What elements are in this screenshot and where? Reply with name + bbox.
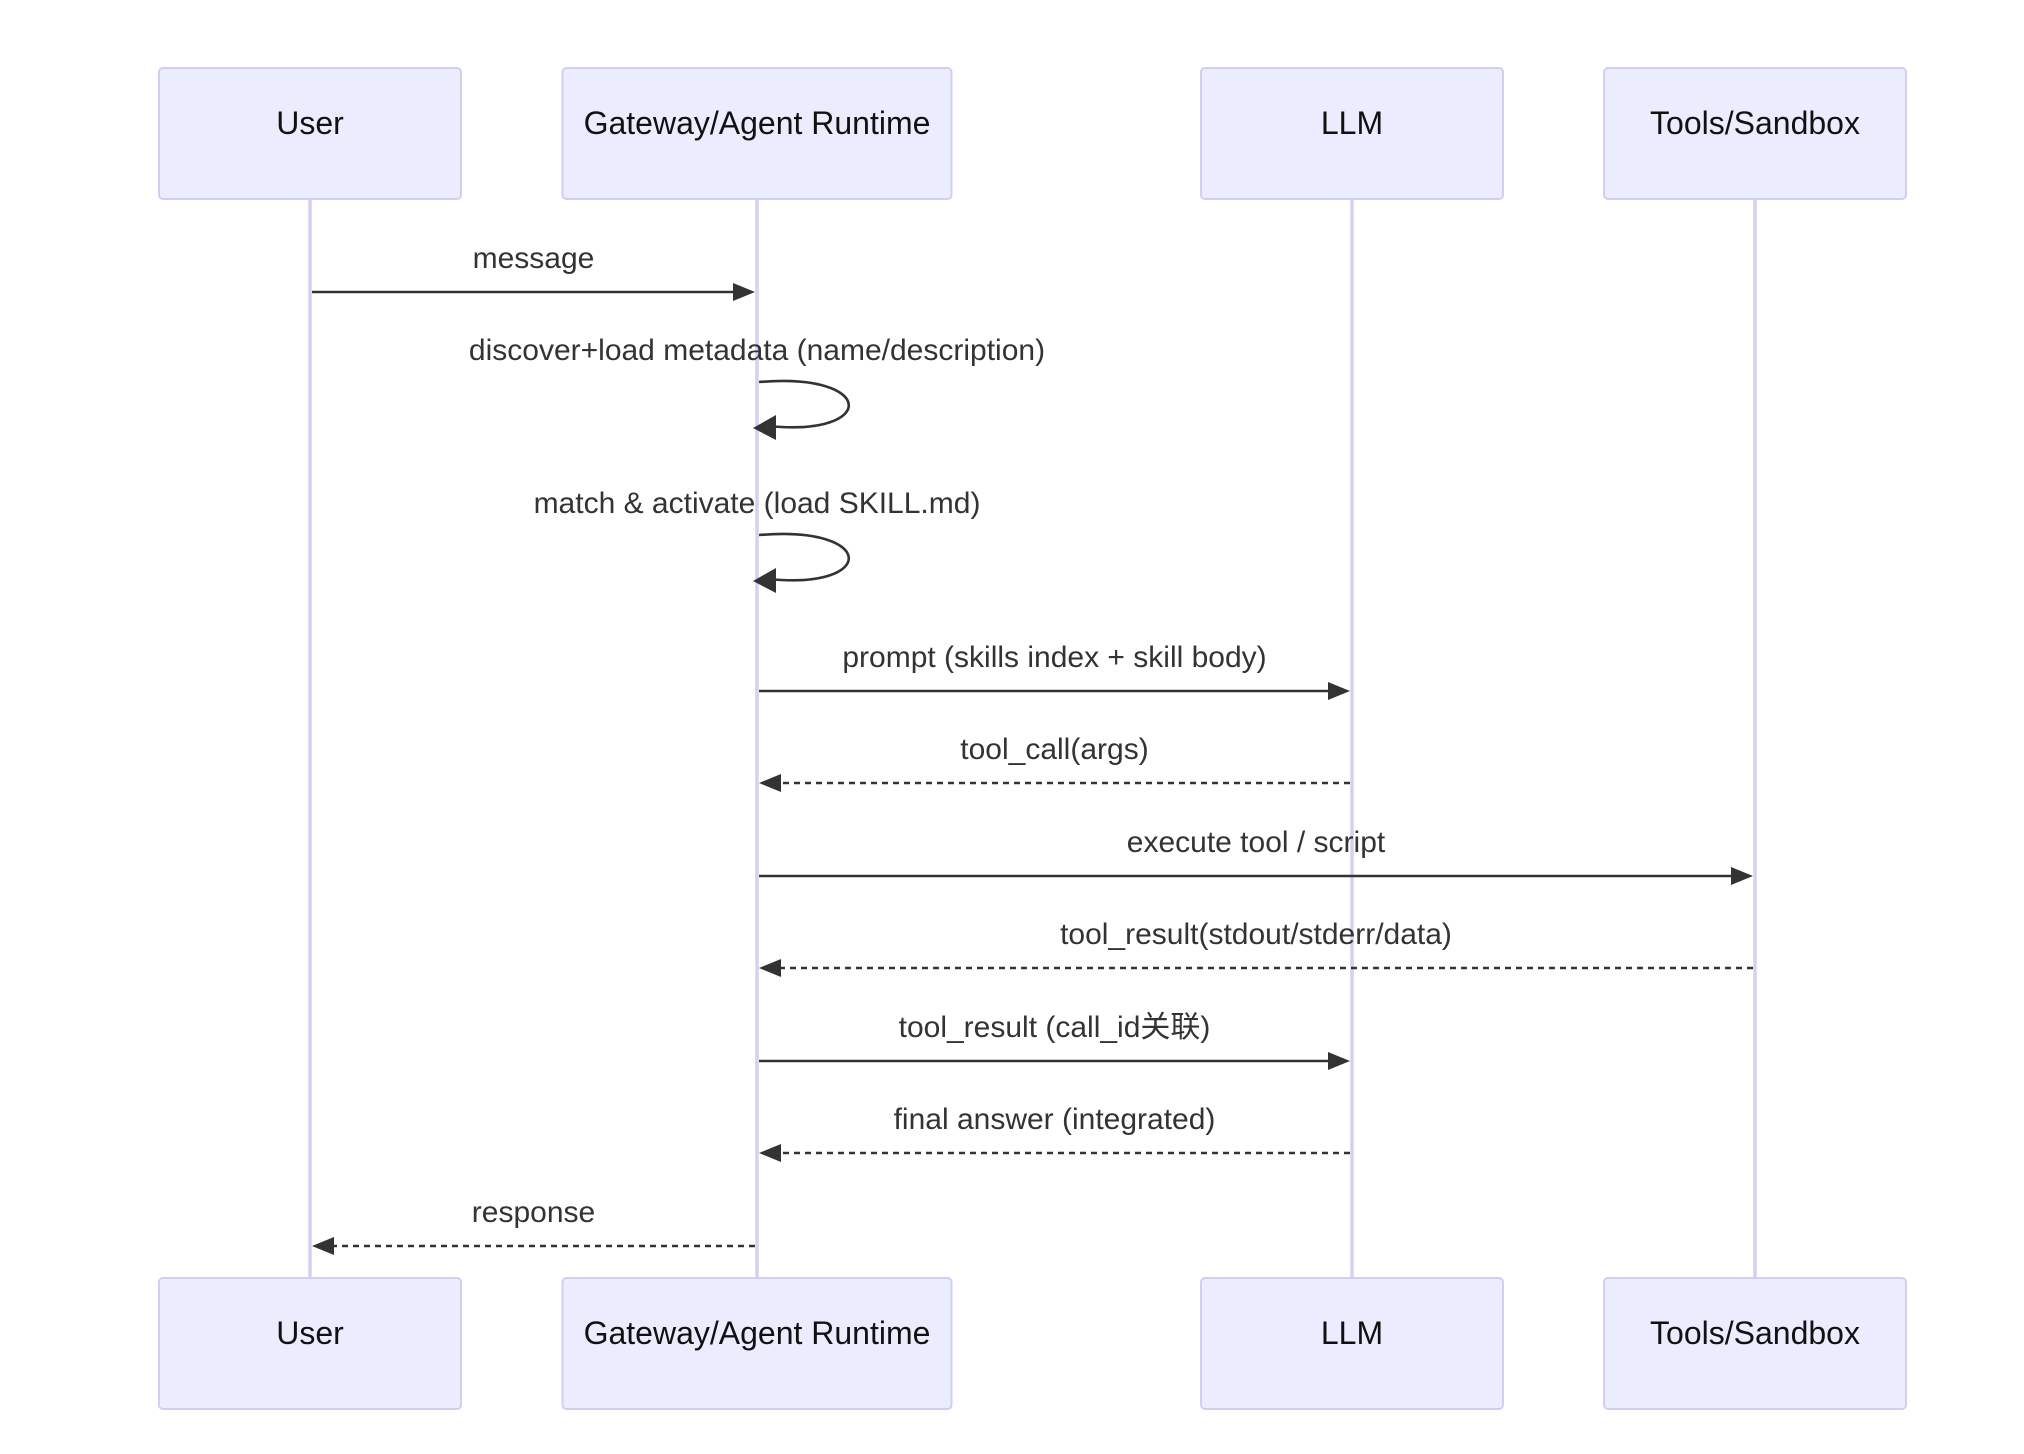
self-loop-arrow <box>758 379 851 429</box>
message-label: message <box>473 242 595 275</box>
arrowhead <box>759 774 781 792</box>
actor-box <box>158 67 462 200</box>
arrowhead <box>753 415 776 440</box>
message-label: match & activate (load SKILL.md) <box>534 487 981 520</box>
message-label: final answer (integrated) <box>894 1103 1216 1136</box>
actor-tools-bottom: Tools/Sandbox <box>1603 1277 1907 1410</box>
actor-label: Gateway/Agent Runtime <box>584 1315 931 1351</box>
actor-gateway-top: Gateway/Agent Runtime <box>561 67 953 200</box>
message-label: response <box>472 1196 595 1229</box>
arrowhead <box>1328 1052 1350 1070</box>
actor-box <box>561 1277 953 1410</box>
actor-gateway-bottom: Gateway/Agent Runtime <box>561 1277 953 1410</box>
message-4: prompt (skills index + skill body) <box>759 641 1350 700</box>
message-label: prompt (skills index + skill body) <box>842 641 1266 674</box>
message-5: tool_call(args) <box>759 733 1350 792</box>
actor-tools-top: Tools/Sandbox <box>1603 67 1907 200</box>
actor-user-bottom: User <box>158 1277 462 1410</box>
actor-label: Tools/Sandbox <box>1650 1315 1860 1351</box>
arrowhead <box>759 1144 781 1162</box>
actor-label: Gateway/Agent Runtime <box>584 105 931 141</box>
actor-box <box>1200 67 1504 200</box>
actor-label: Tools/Sandbox <box>1650 105 1860 141</box>
actor-box <box>561 67 953 200</box>
actor-box <box>1603 1277 1907 1410</box>
message-10: response <box>312 1196 755 1255</box>
actor-box <box>1603 67 1907 200</box>
arrowhead <box>1328 682 1350 700</box>
actor-user-top: User <box>158 67 462 200</box>
message-label: tool_call(args) <box>960 733 1148 766</box>
actor-label: User <box>276 105 344 141</box>
message-label: execute tool / script <box>1127 826 1386 859</box>
arrowhead <box>1731 867 1753 885</box>
arrowhead <box>753 568 776 593</box>
message-6: execute tool / script <box>759 826 1753 885</box>
message-label: tool_result(stdout/stderr/data) <box>1060 918 1452 951</box>
actor-llm-bottom: LLM <box>1200 1277 1504 1410</box>
actor-label: LLM <box>1321 105 1383 141</box>
message-1: message <box>312 242 755 301</box>
message-3: match & activate (load SKILL.md) <box>534 487 981 593</box>
arrowhead <box>312 1237 334 1255</box>
message-9: final answer (integrated) <box>759 1103 1350 1162</box>
arrowhead <box>733 283 755 301</box>
message-2: discover+load metadata (name/description… <box>469 334 1045 440</box>
message-8: tool_result (call_id关联) <box>759 1011 1350 1070</box>
message-7: tool_result(stdout/stderr/data) <box>759 918 1753 977</box>
actor-box <box>1200 1277 1504 1410</box>
actor-label: LLM <box>1321 1315 1383 1351</box>
actor-box <box>158 1277 462 1410</box>
actor-label: User <box>276 1315 344 1351</box>
message-label: tool_result (call_id关联) <box>899 1011 1211 1044</box>
self-loop-arrow <box>758 532 851 582</box>
arrowhead <box>759 959 781 977</box>
actor-llm-top: LLM <box>1200 67 1504 200</box>
message-label: discover+load metadata (name/description… <box>469 334 1045 367</box>
